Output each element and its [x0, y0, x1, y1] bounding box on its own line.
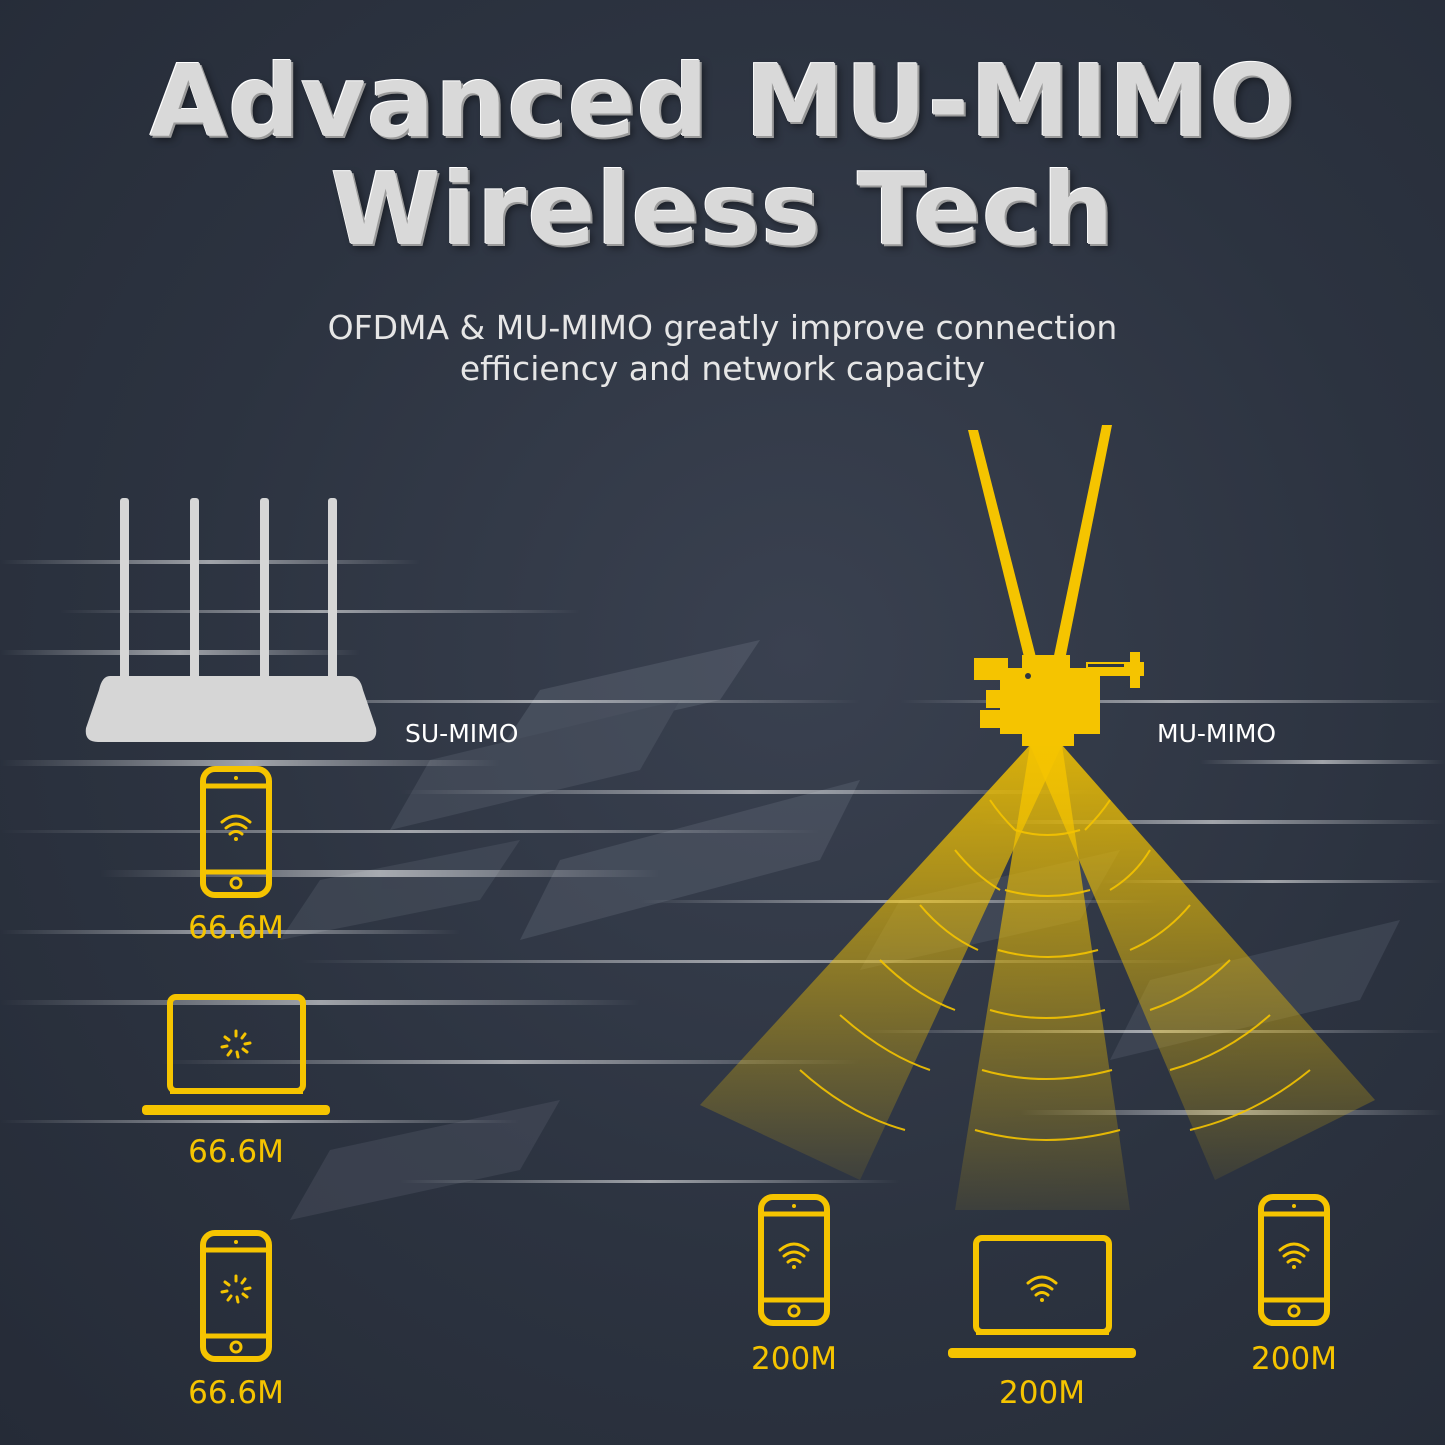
mu-speed-1: 200M: [751, 1341, 837, 1377]
phone-icon: [200, 766, 272, 898]
subtitle-line-1: OFDMA & MU-MIMO greatly improve connecti…: [327, 308, 1118, 347]
mu-mimo-adapter: [968, 425, 1144, 746]
su-mimo-router: [85, 498, 377, 742]
su-mimo-label: SU-MIMO: [405, 719, 519, 748]
phone-icon: [1258, 1194, 1330, 1326]
mu-device-phone-1: [758, 1194, 830, 1326]
su-device-phone-1: [200, 766, 272, 898]
su-speed-3: 66.6M: [188, 1375, 284, 1411]
wifi-icon: [1278, 1242, 1310, 1269]
laptop-icon: [142, 994, 330, 1115]
title-line-1: Advanced MU-MIMO: [149, 43, 1296, 160]
su-device-laptop: [138, 993, 334, 1123]
beam-center: [955, 745, 1130, 1210]
su-speed-2: 66.6M: [188, 1134, 284, 1170]
wifi-icon: [778, 1242, 810, 1269]
loading-icon: [220, 1029, 252, 1059]
wifi-icon: [1026, 1275, 1058, 1302]
su-device-phone-2: [200, 1230, 272, 1362]
subtitle-line-2: efficiency and network capacity: [459, 349, 986, 388]
mu-device-laptop: [944, 1234, 1140, 1366]
mu-device-phone-2: [1258, 1194, 1330, 1326]
laptop-icon: [948, 1235, 1136, 1358]
beam-left: [700, 745, 1062, 1180]
mu-speed-3: 200M: [1251, 1341, 1337, 1377]
phone-icon: [200, 1230, 272, 1362]
loading-icon: [220, 1274, 252, 1304]
wifi-icon: [220, 814, 252, 841]
title-line-2: Wireless Tech: [330, 151, 1115, 268]
mu-speed-2: 200M: [999, 1375, 1085, 1411]
mu-mimo-label: MU-MIMO: [1157, 719, 1277, 748]
phone-icon: [758, 1194, 830, 1326]
wave-arcs: [799, 799, 1311, 1141]
su-speed-1: 66.6M: [188, 910, 284, 946]
beam-right: [1030, 745, 1375, 1180]
